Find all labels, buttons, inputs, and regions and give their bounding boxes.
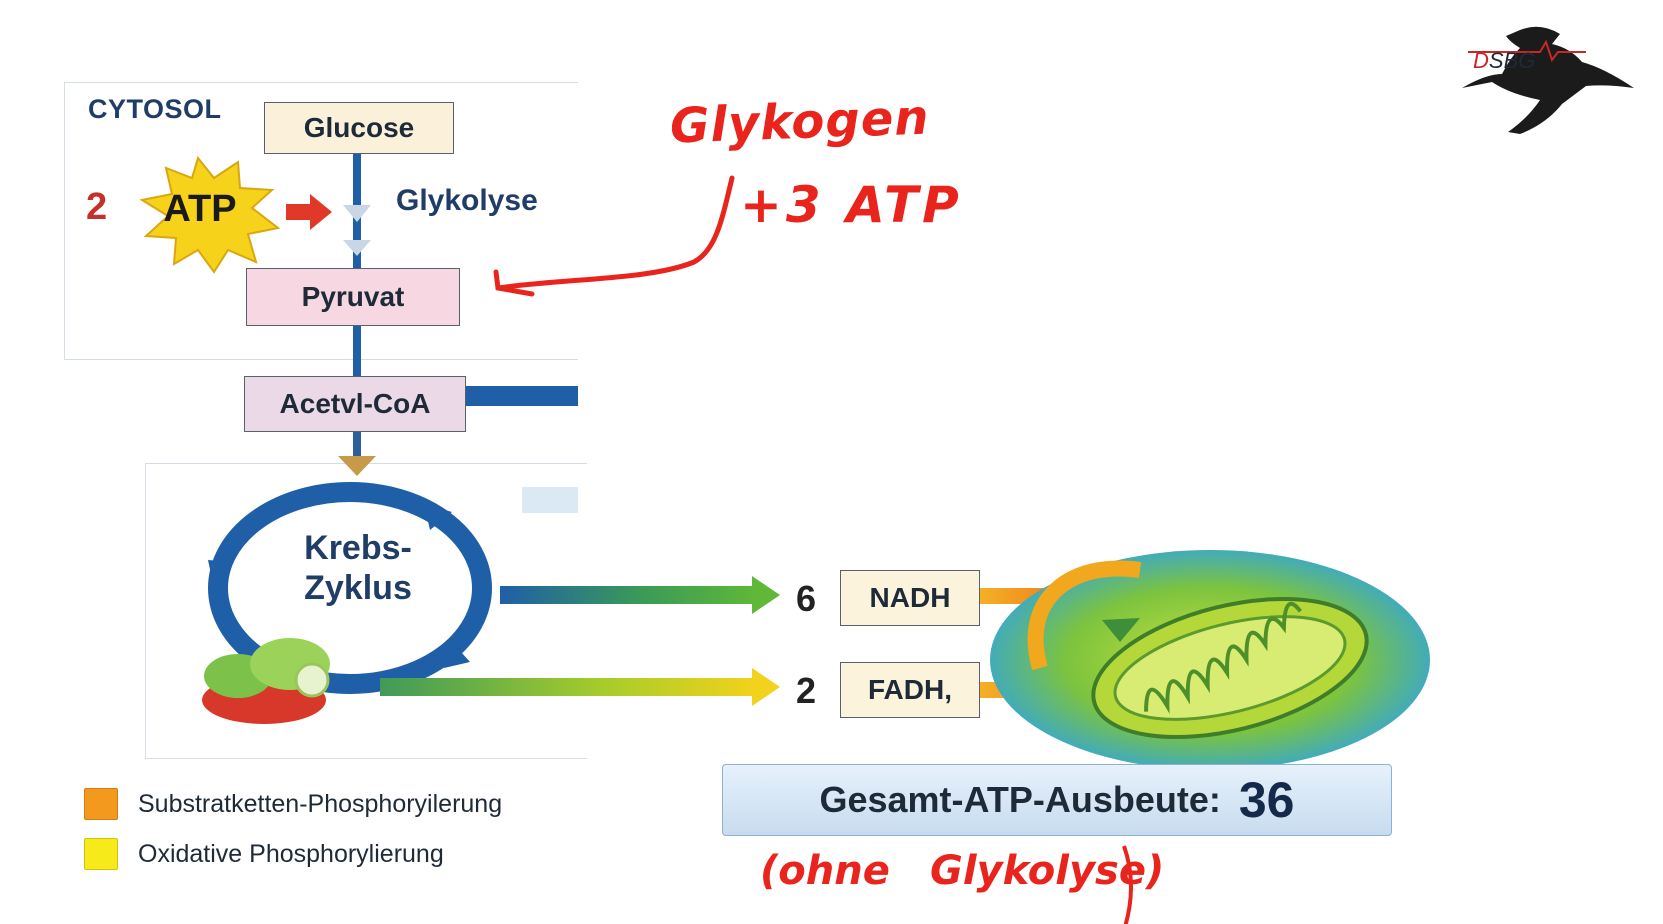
logo-text: DSBG — [1473, 48, 1535, 74]
acetyl-coa-box: Acetvl-CoA — [244, 376, 466, 432]
panel-header-bar — [522, 487, 578, 513]
fadh-box: FADH, — [840, 662, 980, 718]
mitochondrion-arrowhead — [1102, 618, 1140, 642]
mitochondrion-inner — [1113, 615, 1347, 721]
cytosol-label: CYTOSOL — [88, 94, 222, 124]
legend-swatch-oxidative — [84, 838, 118, 870]
krebs-cycle-label: Krebs- Zyklus — [258, 528, 458, 608]
annotation-arrowhead — [493, 269, 535, 297]
annotation-ohne: (ohne — [760, 848, 890, 894]
food-illustration — [294, 662, 330, 698]
cycle-arrowhead — [444, 642, 470, 668]
total-label: ATP-Ausbeute: — [963, 779, 1221, 820]
legend-label-oxidative: Oxidative Phosphorylierung — [138, 840, 444, 868]
nadh-arrow — [500, 586, 756, 604]
fadh-count: 2 — [796, 670, 817, 711]
nadh-count: 6 — [796, 578, 817, 619]
pathway-line — [353, 432, 361, 460]
fadh-arrow — [380, 678, 756, 696]
total-atp-bar: Gesamt- ATP-Ausbeute: 36 — [722, 764, 1392, 836]
atp-starburst — [139, 155, 281, 274]
logo-letters: SBG — [1488, 48, 1536, 73]
annotation-plus-atp: +3 ATP — [740, 176, 963, 234]
total-prefix: Gesamt- — [819, 779, 964, 820]
glucose-box: Glucose — [264, 102, 454, 154]
annotation-glycogen: Glykogen — [669, 89, 931, 155]
logo-heartbeat-line — [1468, 39, 1586, 63]
mitochondrion-orange-loop — [1027, 560, 1142, 671]
annotation-arrow — [495, 175, 735, 291]
pathway-line — [353, 326, 361, 376]
nadh-box: NADH — [840, 570, 980, 626]
pyruvate-box: Pyruvat — [246, 268, 460, 326]
annotation-glykolyse: Glykolyse) — [930, 848, 1165, 894]
atp-label: ATP — [163, 188, 237, 230]
cycle-arrowhead — [424, 504, 452, 530]
atp-count: 2 — [86, 186, 108, 228]
krebs-cycle-ring — [208, 482, 492, 694]
logo-runner-icon — [1462, 26, 1634, 134]
krebs-label-line1: Krebs- — [304, 529, 412, 567]
legend-label-substrate: Substratketten-Phosphoryilerung — [138, 790, 503, 818]
bracket-mark — [1122, 845, 1133, 924]
fadh-arrowhead — [752, 668, 780, 706]
acetyl-arrowhead — [338, 456, 376, 476]
legend-swatch-substrate — [84, 788, 118, 820]
total-value: 36 — [1238, 772, 1295, 828]
logo-letter-d: D — [1473, 48, 1489, 73]
nadh-arrowhead — [752, 576, 780, 614]
pathway-arrowhead — [343, 205, 371, 222]
pathway-arrowhead — [343, 240, 371, 256]
cycle-arrowhead — [208, 560, 232, 588]
mitochondrion-cristae — [1144, 601, 1302, 714]
acetyl-connector — [466, 386, 578, 406]
krebs-label-line2: Zyklus — [304, 569, 412, 607]
atp-arrow — [286, 194, 332, 230]
glycolysis-label: Glykolyse — [396, 184, 538, 217]
